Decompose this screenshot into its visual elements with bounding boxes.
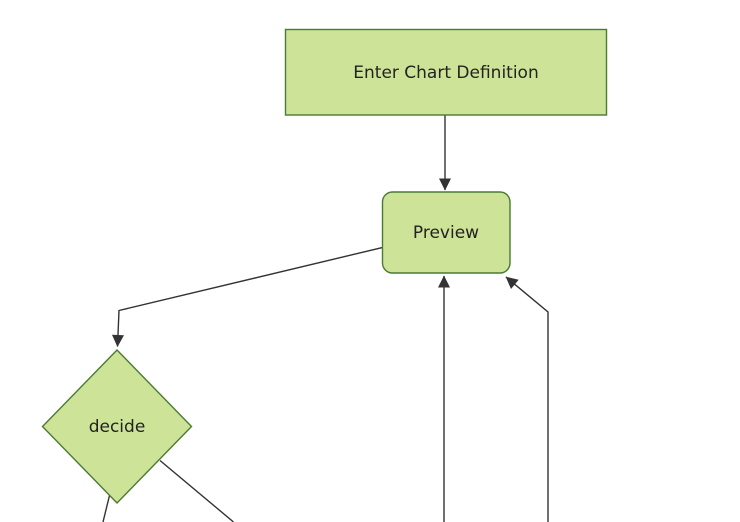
edge-preview-to-decide: [111, 246, 383, 347]
node-preview-shape: [381, 191, 511, 274]
edge-offscreen-to-preview-corner: [505, 276, 549, 522]
node-decide-shape: [41, 348, 193, 505]
edge-decide-to-offscreen-left: [102, 495, 111, 522]
node-enter-chart-definition-shape: [284, 28, 608, 116]
edge-decide-to-offscreen-right: [159, 459, 234, 522]
